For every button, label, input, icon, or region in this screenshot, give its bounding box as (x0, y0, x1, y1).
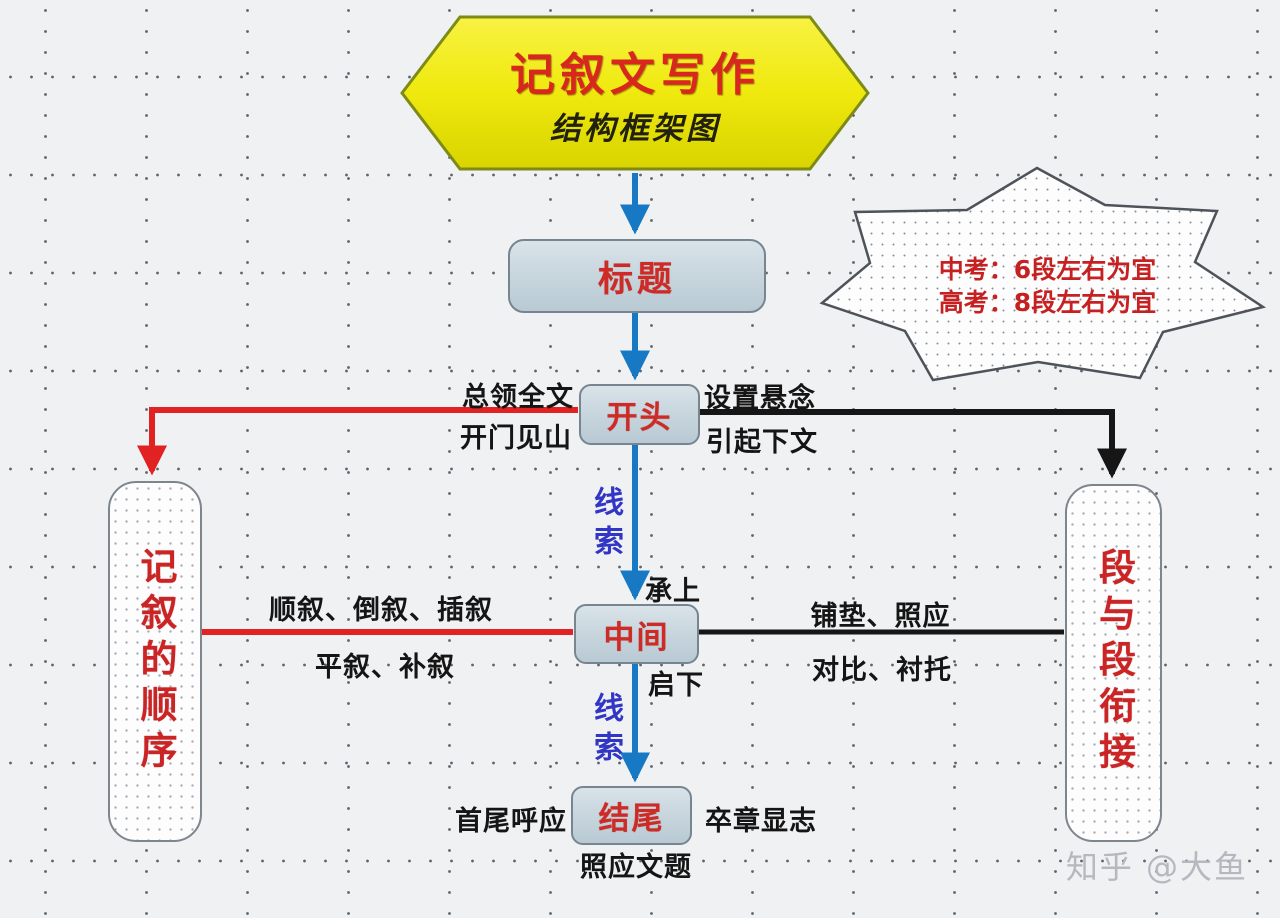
label-middle-left-bottom: 平叙、补叙 (315, 652, 455, 683)
label-clue-upper: 线索 (588, 486, 623, 564)
label-ending-bottom: 照应文题 (580, 852, 692, 883)
side-box-paragraph-link-label: 段与段衔接 (1092, 548, 1136, 778)
diagram-subtitle: 结构框架图 (550, 111, 720, 147)
label-qi-xia: 启下 (648, 670, 704, 701)
node-ending: 结尾 (571, 786, 692, 845)
exam-burst-shape (819, 166, 1267, 382)
node-opening: 开头 (579, 384, 700, 445)
label-opening-right-bottom: 引起下文 (706, 427, 818, 458)
label-ending-right: 卒章显志 (705, 806, 817, 837)
label-ending-left: 首尾呼应 (455, 806, 567, 837)
label-opening-right-top: 设置悬念 (704, 383, 816, 414)
node-title: 标题 (508, 239, 766, 313)
label-middle-right-bottom: 对比、衬托 (812, 655, 952, 686)
node-middle: 中间 (574, 604, 699, 664)
side-box-narration-order-label: 记叙的顺序 (134, 546, 177, 777)
label-middle-left-top: 顺叙、倒叙、插叙 (269, 595, 493, 626)
exam-burst-text: 中考：6段左右为宜 高考：8段左右为宜 (880, 253, 1215, 319)
label-clue-lower: 线索 (588, 692, 623, 770)
diagram-title: 记叙文写作 (509, 48, 760, 101)
exam-note-gaokao: 高考：8段左右为宜 (938, 288, 1157, 317)
label-cheng-shang: 承上 (645, 576, 701, 607)
side-box-paragraph-link: 段与段衔接 (1065, 484, 1162, 842)
label-opening-left-bottom: 开门见山 (460, 423, 572, 454)
exam-note-zhongkao: 中考：6段左右为宜 (938, 255, 1157, 284)
watermark: 知乎 @大鱼 (1065, 848, 1248, 886)
label-opening-left-top: 总领全文 (462, 382, 574, 413)
arrow-opening-to-right-box (697, 409, 1127, 479)
arrow-opening-to-left-box (137, 407, 578, 476)
header-hexagon (400, 15, 870, 171)
side-box-narration-order: 记叙的顺序 (108, 481, 202, 842)
label-middle-right-top: 铺垫、照应 (810, 601, 951, 632)
